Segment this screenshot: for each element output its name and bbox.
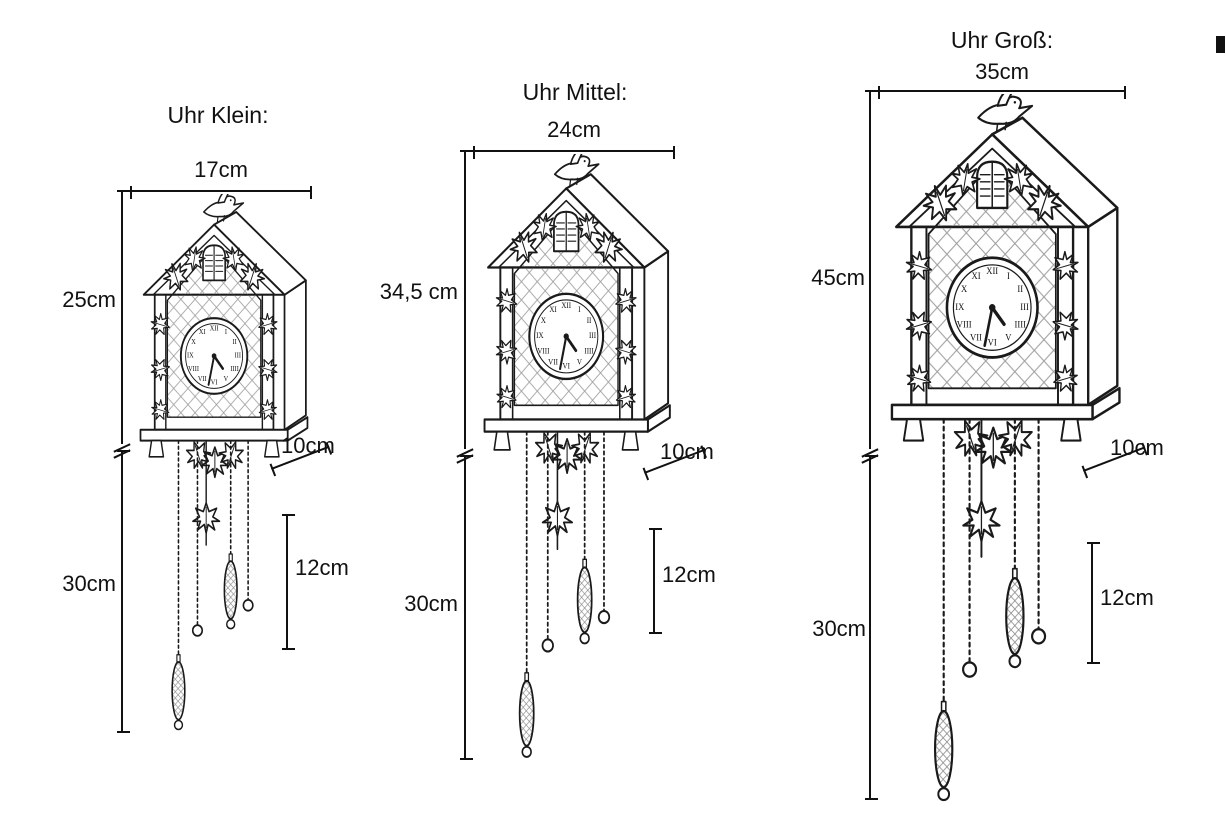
mittel-depth-label: 10cm	[660, 439, 714, 464]
klein-weight-dim-line	[282, 514, 295, 650]
cuckoo-clock-illustration-mittel	[474, 154, 676, 762]
cropped-glyph-fragment	[1216, 36, 1225, 53]
mittel-weight-label: 12cm	[662, 562, 716, 587]
mittel-weight-dim-line	[649, 528, 662, 634]
klein-width-dim-line	[130, 186, 312, 199]
gross-hang-dim-line	[865, 455, 878, 800]
gross-height-label: 45cm	[811, 265, 865, 290]
mittel-width-label: 24cm	[547, 117, 601, 142]
gross-weight-dim-line	[1087, 542, 1100, 664]
gross-height-dim-line	[865, 90, 878, 455]
cuckoo-clock-illustration-gross	[879, 94, 1127, 806]
klein-height-dim-line	[117, 190, 130, 450]
mittel-height-label: 34,5 cm	[379, 279, 458, 304]
gross-weight-label: 12cm	[1100, 585, 1154, 610]
gross-width-dim-line	[878, 86, 1126, 99]
klein-width-label: 17cm	[194, 157, 248, 182]
mittel-height-dim-line	[460, 150, 473, 455]
clock-gross-title: Uhr Groß:	[950, 27, 1054, 53]
klein-hang-dim-line	[117, 450, 130, 733]
clock-mittel-title: Uhr Mittel:	[522, 79, 628, 105]
mittel-hang-dim-line	[460, 455, 473, 760]
klein-weight-label: 12cm	[295, 555, 349, 580]
mittel-width-dim-line	[473, 146, 675, 159]
gross-width-label: 35cm	[975, 59, 1029, 84]
klein-hang-label: 30cm	[62, 571, 116, 596]
mittel-hang-label: 30cm	[404, 591, 458, 616]
gross-hang-label: 30cm	[812, 616, 866, 641]
clock-klein-title: Uhr Klein:	[167, 102, 269, 128]
klein-height-label: 25cm	[62, 287, 116, 312]
